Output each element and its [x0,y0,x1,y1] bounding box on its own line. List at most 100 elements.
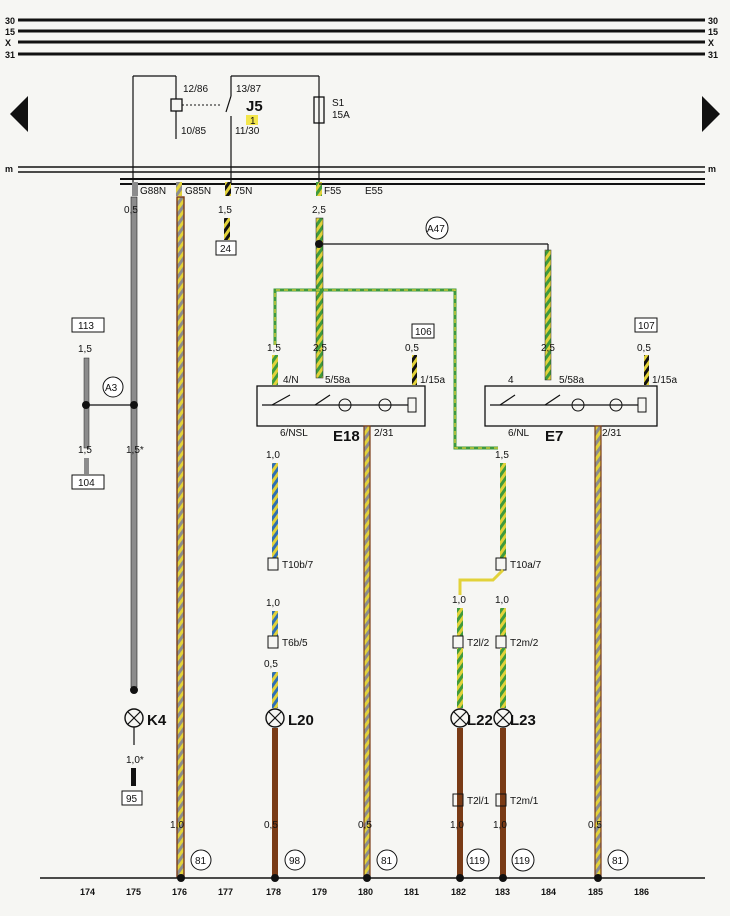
svg-text:2,5: 2,5 [312,205,326,216]
svg-text:182: 182 [451,887,466,897]
svg-text:T10a/7: T10a/7 [510,560,542,571]
arrow-left-icon[interactable] [10,96,28,132]
svg-text:81: 81 [195,856,207,867]
svg-text:1/15a: 1/15a [420,375,445,386]
svg-text:5/58a: 5/58a [559,375,584,386]
svg-text:6/NSL: 6/NSL [280,428,308,439]
svg-text:1,5: 1,5 [78,445,92,456]
svg-text:4: 4 [508,375,514,386]
svg-text:T10b/7: T10b/7 [282,560,314,571]
svg-text:2/31: 2/31 [602,428,622,439]
wire-175: 0,5 1,5* [124,196,144,694]
svg-text:113: 113 [78,321,94,332]
svg-text:1/15a: 1/15a [652,375,677,386]
rail-m: m m [5,164,716,185]
svg-text:0,5: 0,5 [405,343,419,354]
svg-text:1,0: 1,0 [495,595,509,606]
svg-text:T2l/1: T2l/1 [467,796,490,807]
svg-text:m: m [5,164,13,174]
svg-text:F55: F55 [324,186,342,197]
svg-text:15: 15 [5,27,15,37]
svg-text:X: X [5,38,11,48]
svg-text:2,5: 2,5 [313,343,327,354]
svg-text:81: 81 [612,856,624,867]
svg-text:T2m/2: T2m/2 [510,638,539,649]
svg-text:12/86: 12/86 [183,84,208,95]
svg-text:2,5: 2,5 [541,343,555,354]
rail-15: 15 15 [5,27,718,37]
svg-text:98: 98 [289,856,301,867]
wire-185: 0,5 [588,425,602,882]
arrow-right-icon[interactable] [702,96,720,132]
svg-text:10/85: 10/85 [181,126,206,137]
svg-text:5/58a: 5/58a [325,375,350,386]
ground-refs: 81 98 81 119 119 81 [190,848,629,872]
svg-text:1,0: 1,0 [450,820,464,831]
svg-text:184: 184 [541,887,556,897]
svg-text:183: 183 [495,887,510,897]
wire-176: 1,0 [170,196,185,882]
svg-text:G85N: G85N [185,186,211,197]
svg-text:X: X [708,38,714,48]
svg-text:L20: L20 [288,712,314,729]
svg-text:1,5: 1,5 [267,343,281,354]
svg-text:179: 179 [312,887,327,897]
svg-text:0,5: 0,5 [264,820,278,831]
svg-text:24: 24 [220,244,232,255]
svg-text:106: 106 [415,327,432,338]
svg-text:185: 185 [588,887,603,897]
svg-text:T2m/1: T2m/1 [510,796,539,807]
svg-text:177: 177 [218,887,233,897]
svg-text:11/30: 11/30 [235,126,260,137]
svg-text:1,5: 1,5 [78,344,92,355]
wire-179: 2,5 A47 2,5 [312,205,552,381]
svg-text:E55: E55 [365,186,383,197]
svg-text:1,0: 1,0 [493,820,507,831]
svg-text:A47: A47 [427,224,445,235]
svg-text:15: 15 [708,27,718,37]
rail-31: 31 31 [5,50,718,60]
wire-180: 0,5 [358,425,372,882]
relay-badge: 1 [250,116,256,127]
svg-text:m: m [708,164,716,174]
wire-177: 1,5 24 [215,205,237,256]
svg-text:181: 181 [404,887,419,897]
svg-text:1,0: 1,0 [170,820,184,831]
svg-text:31: 31 [5,50,15,60]
svg-text:K4: K4 [147,712,167,729]
svg-text:107: 107 [638,321,655,332]
svg-text:1,0: 1,0 [266,598,280,609]
svg-text:1,0*: 1,0* [126,755,144,766]
svg-text:6/NL: 6/NL [508,428,530,439]
wire-183: 1,5 T10a/7 1,0 1,0 T2l/2 T2m/2 L22 L23 T… [450,450,542,882]
svg-text:95: 95 [126,794,138,805]
fuse-s1: S1 15A [313,76,350,184]
svg-text:104: 104 [78,478,95,489]
relay-j5: 12/86 13/87 10/85 11/30 J5 1 [132,75,319,184]
svg-text:0,5: 0,5 [637,343,651,354]
svg-text:1,5: 1,5 [218,205,232,216]
svg-text:L22: L22 [467,712,493,729]
svg-text:E7: E7 [545,428,563,445]
svg-text:1,0: 1,0 [266,450,280,461]
svg-text:G88N: G88N [140,186,166,197]
svg-text:119: 119 [514,856,530,867]
connector-labels: G88N G85N 75N F55 E55 [132,182,383,197]
svg-text:A3: A3 [105,383,118,394]
svg-text:186: 186 [634,887,649,897]
svg-text:119: 119 [469,856,485,867]
svg-text:E18: E18 [333,428,360,445]
svg-text:174: 174 [80,887,95,897]
svg-text:15A: 15A [332,110,350,121]
rail-30: 30 30 [5,16,718,26]
svg-text:30: 30 [708,16,718,26]
rail-x: X X [5,38,714,48]
lamp-k4: K4 1,0* 95 [121,708,167,806]
svg-text:0,5: 0,5 [588,820,602,831]
svg-text:1,5: 1,5 [495,450,509,461]
svg-text:81: 81 [381,856,393,867]
column-numbers: 174 175 176 177 178 179 180 181 182 183 … [80,887,649,897]
svg-text:S1: S1 [332,98,345,109]
svg-text:4/N: 4/N [283,375,299,386]
